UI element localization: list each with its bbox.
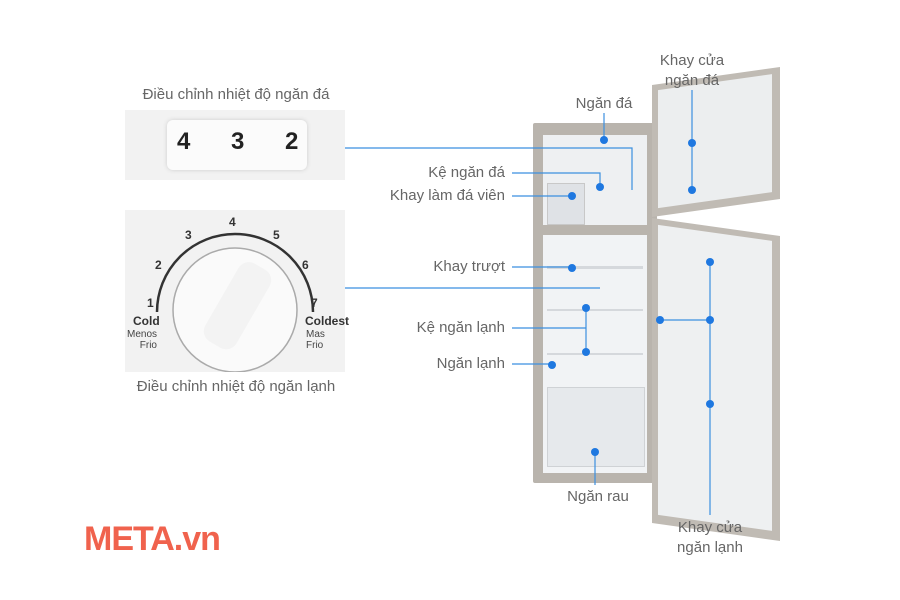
callout-dot — [706, 258, 714, 266]
label-sliding-tray: Khay trượt — [433, 258, 505, 275]
label-freezer-shelf: Kệ ngăn đá — [428, 164, 505, 181]
scale-6: 6 — [302, 258, 309, 272]
freezer-digit: 3 — [231, 128, 245, 155]
ice-tray — [547, 183, 585, 225]
callout-dot — [568, 264, 576, 272]
scale-2: 2 — [155, 258, 162, 272]
callout-dot — [591, 448, 599, 456]
freezer-dial-image: 4 3 2 — [125, 110, 345, 180]
callout-dot — [706, 316, 714, 324]
callout-dot — [596, 183, 604, 191]
cold-label: Cold — [133, 314, 160, 328]
label-freezer: Ngăn đá — [575, 95, 633, 112]
callout-dot — [600, 136, 608, 144]
meta-logo: META.vn — [84, 520, 221, 558]
label-fridge-shelf: Kệ ngăn lạnh — [416, 319, 505, 336]
callout-dot — [568, 192, 576, 200]
label-ice-tray: Khay làm đá viên — [389, 187, 505, 204]
callout-dot — [582, 348, 590, 356]
fridge-body — [533, 123, 657, 483]
scale-5: 5 — [273, 228, 280, 242]
scale-1: 1 — [147, 296, 154, 310]
freezer-digit: 4 — [177, 128, 191, 155]
label-fridge: Ngăn lạnh — [436, 355, 505, 372]
callout-dot — [656, 316, 664, 324]
scale-7: 7 — [311, 296, 318, 310]
scale-3: 3 — [185, 228, 192, 242]
callout-dot — [548, 361, 556, 369]
callout-dot — [688, 139, 696, 147]
label-vegetable-drawer: Ngăn rau — [567, 488, 629, 505]
freezer-control-title: Điều chỉnh nhiệt độ ngăn đá — [142, 86, 330, 103]
coldest-label: Coldest — [305, 314, 350, 328]
callout-dot — [688, 186, 696, 194]
callout-dot — [706, 400, 714, 408]
freezer-digit: 2 — [285, 128, 299, 155]
callout-dot — [582, 304, 590, 312]
scale-4: 4 — [229, 215, 236, 229]
fridge-control-title: Điều chỉnh nhiệt độ ngăn lạnh — [136, 378, 336, 395]
dial-arc — [155, 232, 315, 372]
